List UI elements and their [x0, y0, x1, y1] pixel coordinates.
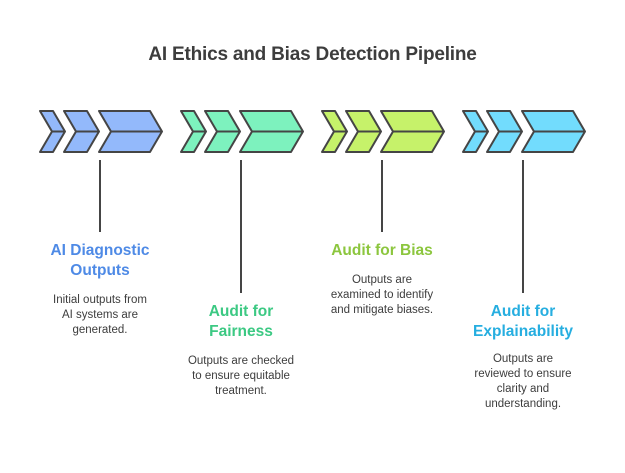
step-desc-line: understanding.: [484, 398, 562, 410]
chevron-group-4: [462, 110, 586, 153]
step-title-line: Outputs: [70, 262, 130, 279]
step-desc-line: Outputs are: [492, 353, 554, 365]
step-title: Audit for Bias: [307, 241, 457, 261]
step-title: Audit for Explainability: [448, 302, 598, 342]
step-description: Outputs are examined to identify and mit…: [307, 273, 457, 318]
step-desc-line: Outputs are checked: [187, 355, 295, 367]
chevron-group-2: [180, 110, 304, 153]
step-title-line: AI Diagnostic: [50, 242, 150, 259]
step-title: Audit for Fairness: [166, 302, 316, 342]
step-audit-explainability: Audit for Explainability Outputs are rev…: [448, 302, 598, 412]
step-audit-bias: Audit for Bias Outputs are examined to i…: [307, 241, 457, 318]
step-desc-line: generated.: [72, 324, 128, 336]
step-description: Outputs are checked to ensure equitable …: [166, 354, 316, 399]
step-title-line: Audit for: [490, 303, 556, 320]
step-desc-line: examined to identify: [330, 289, 434, 301]
diagram-title: AI Ethics and Bias Detection Pipeline: [148, 44, 477, 65]
step-description: Initial outputs from AI systems are gene…: [25, 293, 175, 338]
step-desc-line: Outputs are: [351, 274, 413, 286]
step-ai-diagnostic-outputs: AI Diagnostic Outputs Initial outputs fr…: [25, 241, 175, 338]
step-description: Outputs are reviewed to ensure clarity a…: [448, 352, 598, 412]
step-title-line: Audit for Bias: [331, 242, 433, 259]
step-title-line: Explainability: [473, 323, 573, 340]
step-title: AI Diagnostic Outputs: [25, 241, 175, 281]
step-desc-line: treatment.: [215, 385, 267, 397]
step-desc-line: Initial outputs from: [53, 294, 147, 306]
step-desc-line: to ensure equitable: [192, 370, 290, 382]
step-title-line: Fairness: [209, 323, 273, 340]
step-desc-line: clarity and: [496, 383, 550, 395]
step-title-line: Audit for: [208, 303, 274, 320]
step-desc-line: AI systems are: [61, 309, 139, 321]
chevron-group-3: [321, 110, 445, 153]
step-desc-line: and mitigate biases.: [330, 304, 434, 316]
step-audit-fairness: Audit for Fairness Outputs are checked t…: [166, 302, 316, 399]
chevron-group-1: [39, 110, 163, 153]
step-desc-line: reviewed to ensure: [474, 368, 572, 380]
